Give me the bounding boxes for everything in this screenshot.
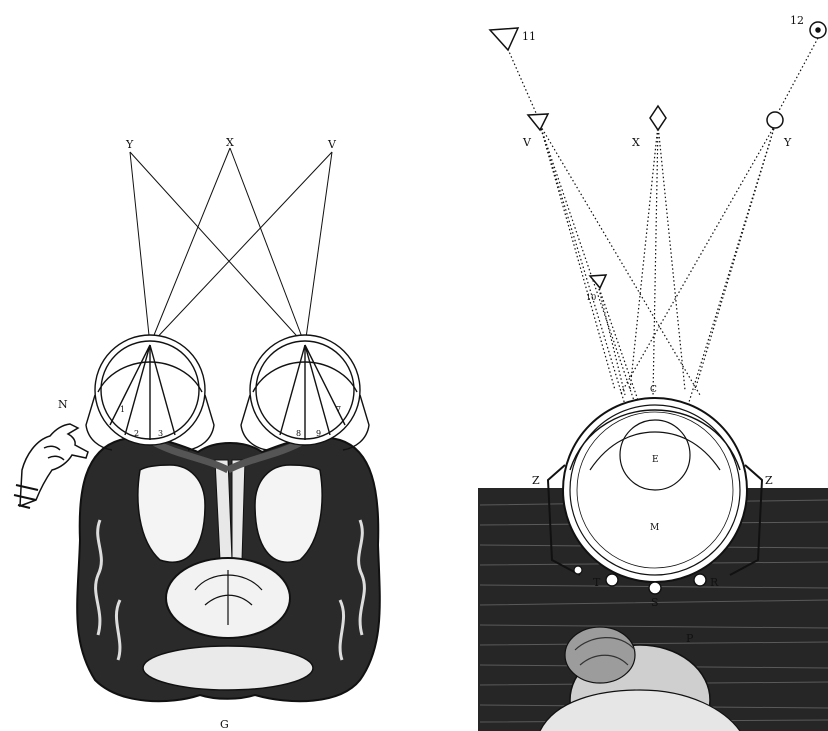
object-markers — [490, 22, 826, 288]
diamond-x-icon — [650, 106, 666, 130]
left-figure — [14, 148, 380, 701]
right-label-z-left: Z — [532, 474, 540, 487]
right-eye-mark-7: 7 — [336, 405, 341, 414]
left-eye — [86, 335, 214, 450]
right-label-11: 11 — [522, 30, 536, 43]
right-label-r: R — [710, 576, 719, 589]
right-eye-mark-9: 9 — [316, 429, 321, 438]
left-label-v: V — [327, 138, 337, 151]
left-eye-mark-1: 1 — [120, 405, 125, 414]
right-label-12: 12 — [790, 14, 804, 27]
right-figure — [478, 22, 828, 731]
right-label-v: V — [522, 136, 532, 149]
medulla — [143, 646, 313, 690]
left-label-x: X — [226, 136, 234, 149]
left-label-y: Y — [125, 138, 134, 151]
triangle-10-icon — [590, 275, 606, 288]
right-eye-mark-8: 8 — [296, 429, 301, 438]
triangle-11-icon — [490, 28, 518, 50]
left-eye-mark-3: 3 — [158, 429, 163, 438]
right-label-s: S — [651, 596, 659, 609]
pointing-hand-icon — [14, 424, 88, 508]
eye-node-small — [574, 566, 582, 574]
left-label-g: G — [220, 718, 229, 731]
right-label-t: T — [593, 576, 601, 589]
right-label-m: M — [650, 523, 659, 533]
eye-node-t — [606, 574, 618, 586]
brain — [77, 437, 380, 701]
right-label-10: 10 — [586, 293, 596, 302]
right-label-x: X — [632, 136, 640, 149]
right-label-y: Y — [783, 136, 792, 149]
eye-node-r — [694, 574, 706, 586]
right-label-e: E — [652, 455, 659, 465]
eye-node-s — [649, 582, 661, 594]
left-eye-mark-2: 2 — [134, 429, 139, 438]
right-label-c: C — [650, 385, 657, 395]
right-eye — [241, 335, 369, 450]
right-label-z-right: Z — [765, 474, 773, 487]
triangle-v-icon — [528, 114, 548, 130]
left-label-n: N — [58, 398, 68, 411]
right-label-p: P — [686, 632, 694, 645]
left-visual-rays — [130, 148, 332, 345]
circle-y-icon — [767, 112, 783, 128]
